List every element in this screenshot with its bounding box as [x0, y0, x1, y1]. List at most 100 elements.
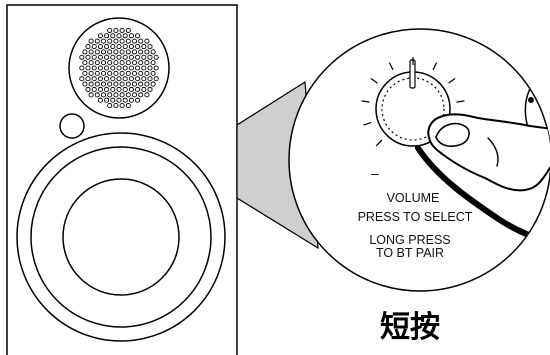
grille-hole — [122, 54, 128, 60]
grille-hole — [119, 70, 125, 76]
grille-hole — [119, 27, 125, 33]
grille-hole — [138, 38, 144, 44]
grille-hole — [125, 27, 131, 33]
tweeter-grille-icon — [68, 17, 170, 119]
grille-hole — [113, 92, 119, 98]
grille-hole — [94, 81, 100, 87]
grille-hole — [116, 86, 122, 93]
grille-hole — [88, 38, 94, 44]
grille-hole — [125, 103, 131, 109]
grille-hole — [107, 103, 113, 109]
long-press-label: LONG PRESS — [369, 233, 451, 247]
grille-hole — [135, 43, 141, 50]
grille-hole — [116, 43, 122, 50]
grille-hole — [116, 33, 122, 39]
grille-hole — [97, 97, 103, 103]
grille-hole — [104, 33, 110, 39]
grille-hole — [107, 92, 113, 98]
grille-hole — [107, 38, 113, 44]
grille-hole — [131, 81, 138, 87]
grille-hole — [110, 76, 116, 82]
grille-hole — [88, 60, 94, 66]
grille-hole — [110, 86, 116, 93]
grille-hole — [135, 86, 141, 93]
grille-hole — [85, 43, 91, 50]
grille-hole — [135, 97, 141, 103]
grille-hole — [100, 49, 107, 55]
minus-mark: – — [371, 165, 379, 181]
grille-hole — [135, 65, 141, 71]
grille-hole — [94, 49, 100, 55]
grille-hole — [91, 86, 97, 93]
grille-hole — [88, 70, 94, 76]
short-press-caption: 短按 — [380, 310, 440, 345]
grille-hole — [110, 65, 116, 71]
grille-hole — [91, 76, 97, 82]
grille-hole — [107, 81, 113, 87]
grille-hole — [128, 65, 134, 71]
grille-hole — [138, 49, 144, 55]
grille-hole — [141, 54, 147, 60]
grille-hole — [135, 54, 141, 60]
grille-hole — [94, 38, 100, 44]
bt-pair-label: TO BT PAIR — [375, 246, 445, 260]
grille-hole — [91, 65, 97, 71]
grille-hole — [122, 86, 128, 93]
grille-hole — [104, 54, 110, 60]
grille-hole — [141, 76, 147, 82]
grille-hole — [150, 60, 156, 66]
grille-hole — [82, 81, 88, 87]
grille-hole — [104, 43, 110, 50]
grille-hole — [138, 70, 144, 76]
grille-hole — [116, 54, 122, 60]
grille-hole — [153, 65, 159, 71]
grille-hole — [97, 43, 103, 50]
grille-hole — [104, 65, 110, 71]
grille-hole — [147, 54, 153, 60]
knob-tick — [370, 77, 378, 84]
grille-hole — [131, 92, 138, 98]
knob-tick — [375, 139, 383, 147]
grille-hole — [119, 81, 125, 87]
woofer-cone-icon — [16, 132, 226, 342]
grille-hole — [113, 103, 119, 109]
grille-hole — [147, 76, 153, 82]
grille-hole — [128, 86, 134, 93]
grille-hole — [116, 97, 122, 103]
grille-hole — [79, 76, 85, 82]
grille-hole — [88, 81, 94, 87]
grille-hole — [113, 38, 119, 44]
grille-hole — [135, 33, 141, 39]
grille-hole — [97, 65, 103, 71]
grille-hole — [119, 103, 125, 109]
grille-hole — [147, 43, 153, 50]
grille-hole — [100, 81, 107, 87]
grille-hole — [141, 86, 147, 93]
grille-hole — [97, 54, 103, 60]
grille-hole — [97, 76, 103, 82]
grille-hole — [125, 81, 131, 87]
grille-hole — [128, 97, 134, 103]
grille-hole — [131, 38, 138, 44]
magnified-callout: – — [288, 28, 550, 292]
knob-tick — [456, 100, 465, 103]
grille-hole — [144, 38, 150, 44]
grille-hole — [147, 65, 153, 71]
grille-hole — [119, 92, 125, 98]
grille-hole — [110, 97, 116, 103]
grille-hole — [97, 33, 103, 39]
grille-hole — [110, 54, 116, 60]
grille-hole — [110, 43, 116, 50]
grille-hole — [104, 76, 110, 82]
grille-hole — [110, 33, 116, 39]
grille-hole — [144, 70, 150, 76]
grille-hole — [128, 33, 134, 39]
grille-hole — [131, 70, 138, 76]
grille-hole — [107, 60, 113, 66]
grille-hole — [79, 65, 85, 71]
grille-hole — [116, 65, 122, 71]
grille-hole — [113, 81, 119, 87]
grille-hole — [104, 86, 110, 93]
grille-hole — [122, 97, 128, 103]
